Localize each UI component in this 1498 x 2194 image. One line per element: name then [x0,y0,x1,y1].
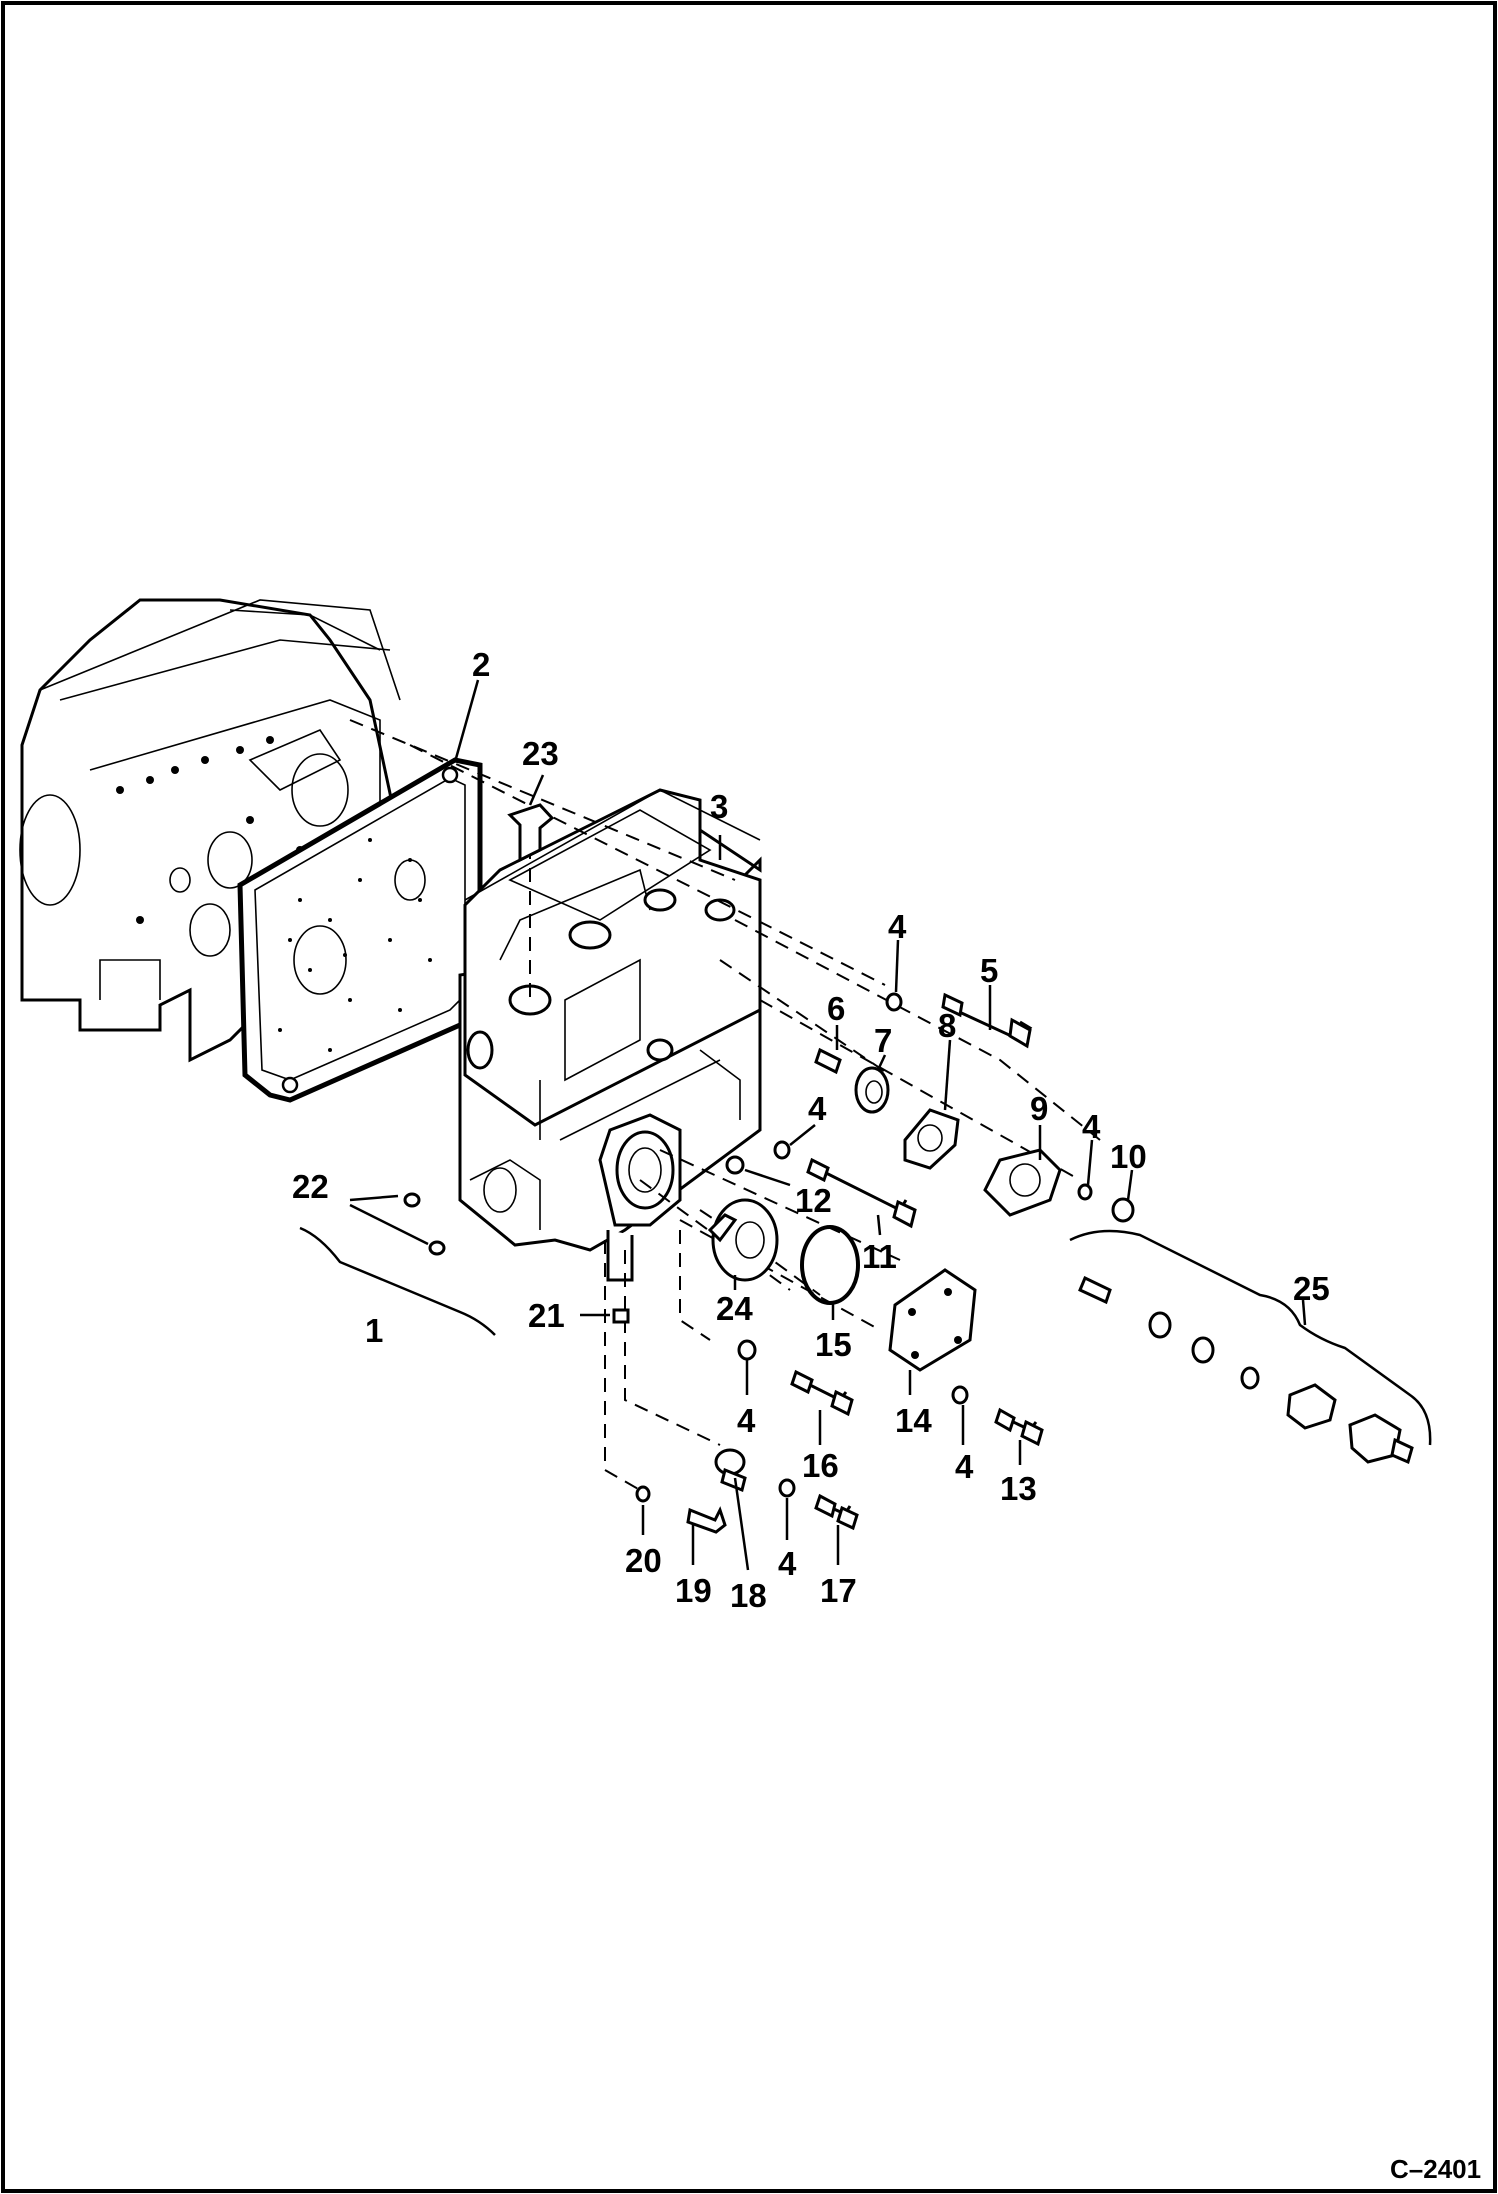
callout-1: 1 [365,1312,383,1349]
callout-6: 6 [827,990,845,1027]
callout-11: 11 [862,1238,897,1275]
small-parts [403,803,1414,1534]
callout-22: 22 [292,1168,329,1205]
callout-3: 3 [710,788,728,825]
valve-housing-drawing [458,788,762,1282]
callout-15: 15 [815,1326,852,1363]
callout-9: 9 [1030,1090,1048,1127]
callout-16: 16 [802,1447,839,1484]
callout-19: 19 [675,1572,712,1609]
assembly-lines [349,719,1101,1491]
callout-labels: 1 2 3 4 4 4 4 4 4 5 6 7 8 9 10 11 12 13 … [292,646,1330,1614]
callout-18: 18 [730,1577,767,1614]
callout-17: 17 [820,1572,857,1609]
callout-7: 7 [874,1022,892,1059]
leader-lines [299,679,1432,1571]
callout-25: 25 [1293,1270,1330,1307]
callout-4-top: 4 [888,908,907,945]
callout-4-near-10: 4 [1082,1108,1101,1145]
callout-5: 5 [980,952,998,989]
callout-4-lower-right: 4 [955,1448,974,1485]
figure-id: C–2401 [1390,2154,1481,2184]
callout-23: 23 [522,735,559,772]
callout-24: 24 [716,1290,753,1327]
callout-8: 8 [938,1007,956,1044]
callout-14: 14 [895,1402,932,1439]
callout-21: 21 [528,1297,565,1334]
callout-2: 2 [472,646,490,683]
callout-4-mid: 4 [808,1090,827,1127]
callout-4-lower-left: 4 [737,1402,756,1439]
callout-10: 10 [1110,1138,1147,1175]
callout-20: 20 [625,1542,662,1579]
callout-13: 13 [1000,1470,1037,1507]
callout-4-bottom: 4 [778,1545,797,1582]
callout-12: 12 [795,1182,832,1219]
